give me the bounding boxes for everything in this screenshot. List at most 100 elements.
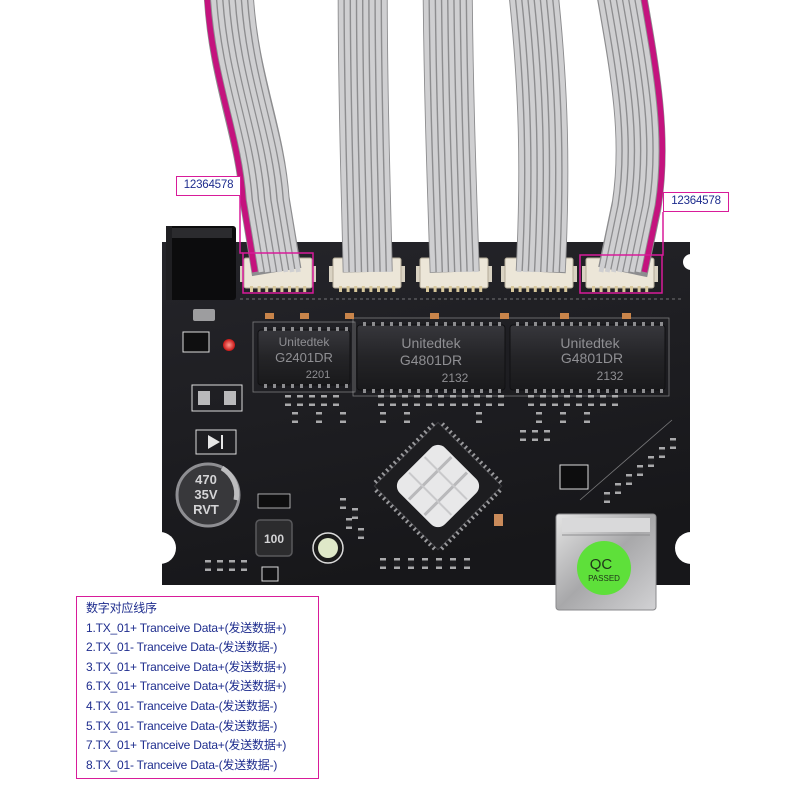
ribbon-wire (375, 0, 386, 273)
ribbon-cable-5 (597, 0, 666, 278)
ribbon-wire (344, 0, 355, 273)
ic-pin (463, 523, 468, 528)
connector-latch (399, 266, 405, 282)
ic-pin (467, 449, 472, 454)
chip-body (509, 324, 666, 391)
chip-pin (570, 322, 573, 326)
ic-pin (497, 488, 502, 494)
board-notch-left (144, 532, 176, 564)
connector-pin (250, 286, 253, 292)
connector-latch (571, 266, 577, 282)
ic-pin (377, 475, 382, 481)
ic-pin (440, 422, 446, 427)
connector-pin (630, 286, 633, 292)
ribbon-wire (351, 0, 361, 273)
chip-date-code: 2132 (442, 371, 469, 385)
ribbon-backing (337, 0, 393, 273)
diode-outline (195, 429, 237, 455)
ribbon-wire (248, 0, 301, 273)
chip-pin (336, 384, 339, 388)
ic-pin (474, 511, 479, 516)
transformer-chip-2: Unitedtek G4801DR 2132 (356, 324, 506, 391)
chip-brand: Unitedtek (279, 335, 331, 349)
smd-resistor-body (544, 432, 550, 439)
connector-pin (377, 286, 380, 292)
ic-pin (430, 422, 436, 427)
smd-resistor-body (217, 562, 223, 569)
chip-date-code: 2132 (597, 369, 624, 383)
smd-pad (494, 514, 503, 526)
ribbon-marker-wire (204, 0, 258, 273)
chip-pin (516, 389, 519, 393)
ic-pin (401, 515, 406, 520)
ic-pin (482, 504, 487, 509)
chip-pin (606, 389, 609, 393)
smd-resistor-body (205, 562, 211, 569)
ribbon-wire (547, 0, 562, 273)
chip-pin (318, 384, 321, 388)
smd-resistor-body (564, 397, 570, 404)
connector-pin (526, 286, 530, 292)
smd-resistor-body (229, 562, 235, 569)
connector-pin (369, 286, 373, 292)
capacitor-voltage: 35V (194, 487, 217, 502)
chip-pin (327, 384, 330, 388)
connector-pin (564, 286, 568, 292)
smd-resistor-body (316, 414, 322, 421)
ic-pin (415, 437, 420, 442)
smd-resistor-body (333, 397, 339, 404)
chip-pin (498, 389, 501, 393)
ic-pin (489, 496, 495, 501)
ribbon-wire (598, 0, 622, 273)
chip-pin (633, 322, 636, 326)
ribbon-cable-2 (337, 0, 393, 273)
chip-pin (345, 384, 348, 388)
smd-resistor-body (498, 397, 504, 404)
ic-pin (396, 456, 401, 461)
connector-latch (329, 266, 335, 282)
chip-pin (435, 389, 438, 393)
ribbon-wire (229, 0, 283, 273)
connector-pin (257, 286, 261, 292)
ic-pin (485, 500, 491, 505)
chip-pin (273, 384, 276, 388)
connector-pin (645, 286, 649, 292)
capacitor-series: RVT (193, 502, 219, 517)
chip-pin (372, 322, 375, 326)
ic-pin (479, 460, 484, 465)
smd-resistor-body (436, 560, 442, 567)
ic-pin (420, 534, 425, 539)
chip-pin (642, 389, 645, 393)
connector-pin (339, 286, 342, 292)
ribbon-wire (242, 0, 295, 273)
smd-resistor-body (604, 494, 610, 501)
smd-resistor-body (422, 560, 428, 567)
connector-pin (471, 286, 475, 292)
ribbon-cable-1 (204, 0, 302, 277)
ribbon-wire (510, 0, 525, 273)
chip-pin (471, 389, 474, 393)
ic-pin (470, 515, 475, 520)
leader-line-right (662, 212, 664, 256)
smd-resistor-body (528, 397, 534, 404)
transformer-chip-1: Unitedtek G2401DR 2201 (257, 329, 351, 386)
smd-resistor-body (637, 467, 643, 474)
chip-pin (516, 322, 519, 326)
chip-pin (570, 389, 573, 393)
chip-pin (525, 322, 528, 326)
ribbon-wire (553, 0, 568, 273)
connector-pin (464, 286, 467, 292)
dc-jack-edge (166, 226, 172, 300)
inductor-area: 100 (255, 493, 344, 582)
chip-pin (561, 389, 564, 393)
connector-latch (501, 266, 507, 282)
chip-pin (543, 322, 546, 326)
chip-pin (498, 322, 501, 326)
chip-model: G4801DR (561, 350, 623, 366)
ribbon-wire (460, 0, 473, 273)
ic-pin (431, 546, 436, 551)
smd-capacitor (500, 313, 509, 319)
qc-sticker (577, 541, 631, 595)
ic-pin (463, 445, 468, 450)
chip-pin (300, 384, 303, 388)
